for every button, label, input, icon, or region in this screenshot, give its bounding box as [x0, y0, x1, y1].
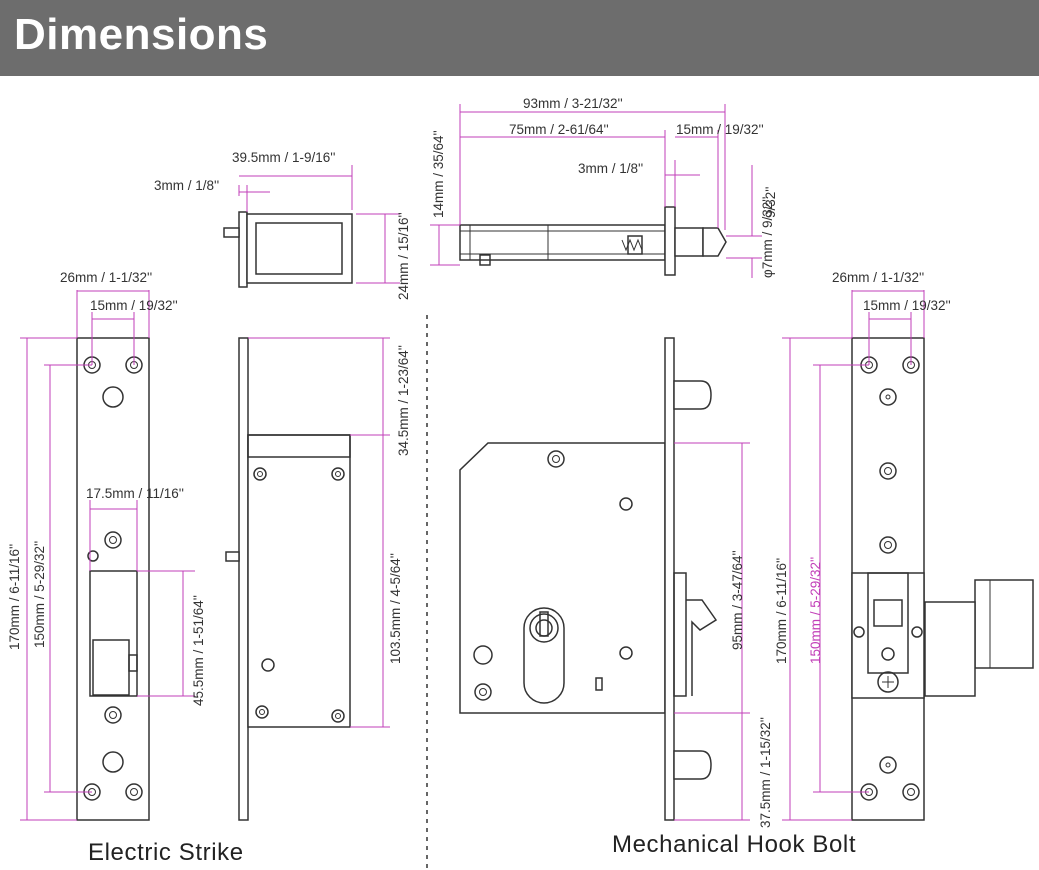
strike-total-height-label: 170mm / 6-11/16'' — [7, 544, 22, 650]
caption-hook-bolt: Mechanical Hook Bolt — [612, 831, 856, 858]
strike-top-offset-label: 3mm / 1/8'' — [154, 178, 219, 193]
strike-top-view — [223, 165, 400, 288]
strike-top-width-label: 39.5mm / 1-9/16'' — [232, 150, 335, 165]
hook-front-outer-label: 26mm / 1-1/32'' — [832, 270, 924, 285]
strike-hole-pitch-label: 150mm / 5-29/32'' — [32, 541, 47, 648]
strike-opening-height-label: 45.5mm / 1-51/64'' — [191, 595, 206, 706]
hook-top-body-label: 75mm / 2-61/64'' — [509, 122, 609, 137]
hook-top-plate-label: 3mm / 1/8'' — [578, 161, 643, 176]
hook-top-diam-lower-label: φ7mm / 9/32'' — [760, 197, 775, 278]
caption-electric-strike: Electric Strike — [88, 839, 244, 866]
hook-top-bolt-label: 15mm / 19/32'' — [676, 122, 764, 137]
hook-top-diam-upper-label: 9/32'' — [763, 187, 778, 218]
header-bar: Dimensions — [0, 0, 1039, 76]
hook-side-offset-label: 37.5mm / 1-15/32'' — [758, 717, 773, 828]
strike-top-height-label: 24mm / 15/16'' — [396, 212, 411, 300]
hook-side-height-label: 95mm / 3-47/64'' — [730, 550, 745, 650]
strike-opening-width-label: 17.5mm / 11/16'' — [86, 486, 184, 501]
hook-bolt-top-view — [430, 104, 762, 278]
strike-front-view — [20, 290, 195, 821]
strike-side-offset-label: 34.5mm / 1-23/64'' — [396, 345, 411, 456]
strike-side-view — [225, 337, 390, 821]
hook-top-thickness-label: 14mm / 35/64'' — [431, 130, 446, 218]
hook-top-total-label: 93mm / 3-21/32'' — [523, 96, 623, 111]
hook-front-pitch-label: 150mm / 5-29/32'' — [808, 557, 823, 664]
strike-front-inner-label: 15mm / 19/32'' — [90, 298, 178, 313]
hook-front-inner-label: 15mm / 19/32'' — [863, 298, 951, 313]
hook-bolt-front-view — [782, 290, 1034, 821]
hook-front-total-label: 170mm / 6-11/16'' — [774, 558, 789, 664]
strike-side-height-label: 103.5mm / 4-5/64'' — [388, 553, 403, 664]
page-title: Dimensions — [14, 10, 269, 59]
hook-bolt-side-view — [459, 337, 750, 821]
strike-front-outer-label: 26mm / 1-1/32'' — [60, 270, 152, 285]
